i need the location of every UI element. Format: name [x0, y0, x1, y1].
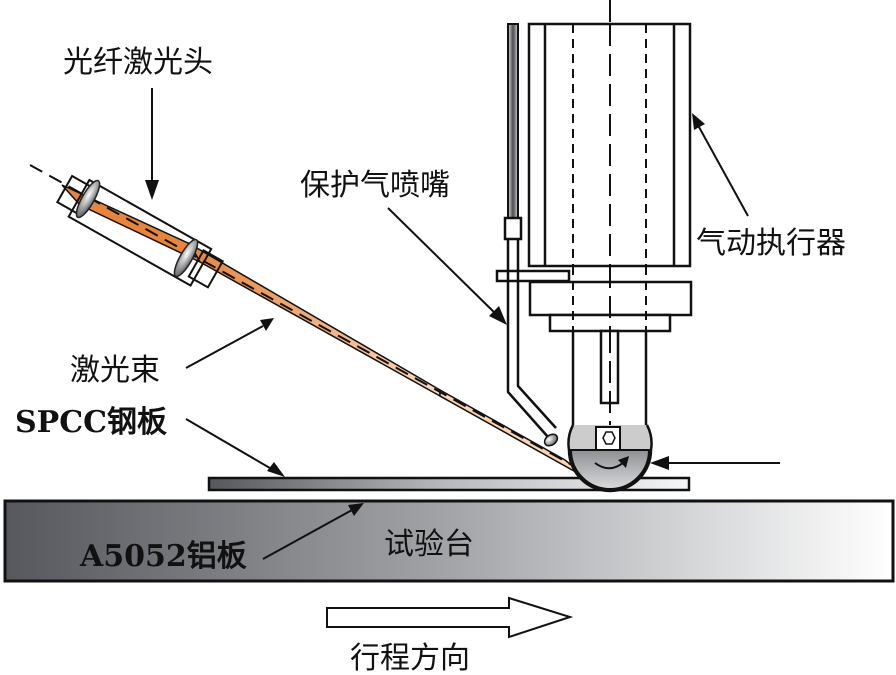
leader-beam [185, 325, 264, 369]
label-test-bench: 试验台 [384, 527, 474, 562]
lens-2-icon [173, 238, 199, 278]
label-laser-beam: 激光束 [70, 353, 160, 388]
leader-nozzle [387, 207, 501, 319]
label-shield-gas-nozzle: 保护气喷嘴 [300, 168, 450, 203]
label-travel-direction: 行程方向 [350, 641, 470, 675]
hex-nut-icon [602, 431, 616, 445]
label-aluminum-plate: A5052铝板 [79, 539, 247, 574]
leader-aluminum [262, 509, 353, 560]
shield-gas-nozzle [495, 23, 571, 447]
test-bench [3, 499, 895, 583]
pressure-roller [567, 424, 780, 493]
leader-actuator [698, 126, 749, 217]
label-laser-head: 光纤激光头 [63, 45, 213, 80]
leader-spcc [185, 418, 276, 472]
label-spcc-plate: SPCC钢板 [15, 405, 167, 440]
lens-1-icon [75, 179, 101, 219]
rotation-arrow-icon [594, 461, 625, 470]
label-pneumatic-actuator: 气动执行器 [696, 226, 846, 261]
spcc-steel-plate [207, 476, 691, 492]
travel-direction-arrow [326, 596, 574, 639]
laser-beam [29, 164, 591, 481]
pneumatic-actuator [527, 0, 693, 450]
